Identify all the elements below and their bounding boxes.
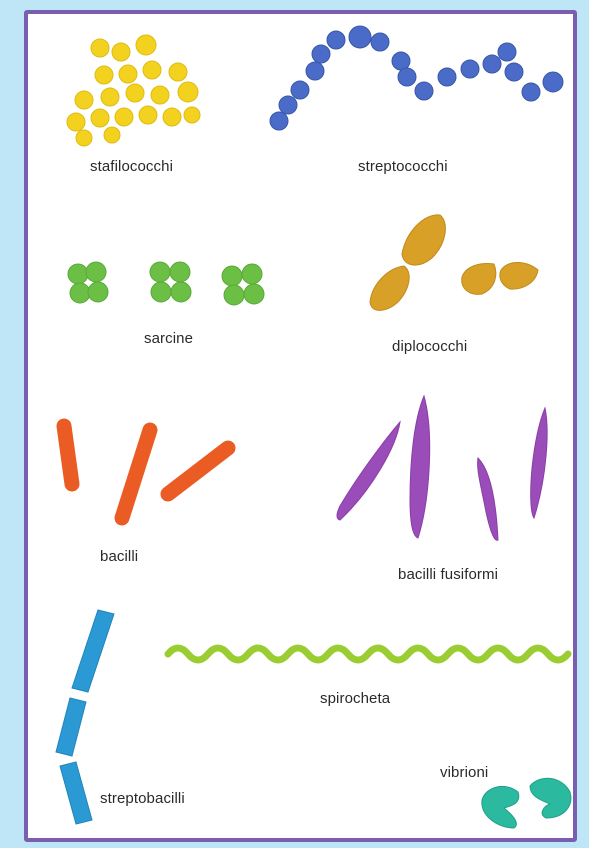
label-bacilli: bacilli bbox=[100, 548, 138, 565]
diplococchi-shape bbox=[370, 215, 538, 311]
label-diplococchi: diplococchi bbox=[392, 338, 467, 355]
vibrioni-shape bbox=[482, 778, 571, 828]
streptococchi-shape bbox=[270, 26, 563, 130]
label-spirocheta: spirocheta bbox=[320, 690, 390, 707]
label-stafilococchi: stafilococchi bbox=[90, 158, 173, 175]
label-sarcine: sarcine bbox=[144, 330, 193, 347]
sarcine-shape bbox=[68, 262, 264, 305]
label-bacilli-fusiformi: bacilli fusiformi bbox=[398, 566, 498, 583]
spirocheta-shape bbox=[168, 648, 568, 660]
bacilli-fusiformi-shape bbox=[337, 396, 547, 540]
label-vibrioni: vibrioni bbox=[440, 764, 488, 781]
label-streptococchi: streptococchi bbox=[358, 158, 448, 175]
label-streptobacilli: streptobacilli bbox=[100, 790, 185, 807]
stafilococchi-shape bbox=[67, 35, 200, 146]
bacilli-shape bbox=[64, 426, 228, 518]
